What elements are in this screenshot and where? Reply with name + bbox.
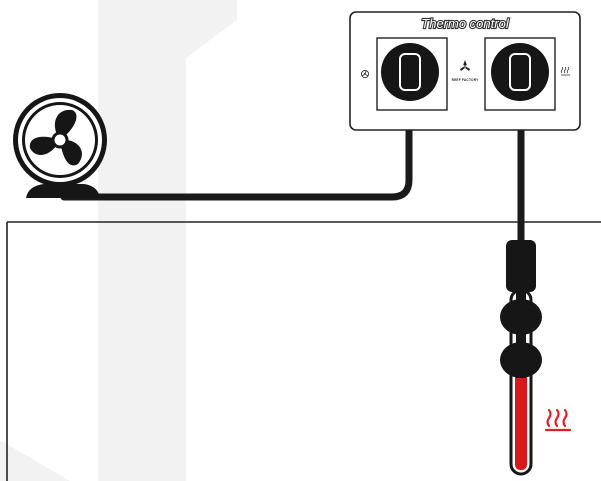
brand-name: REEF FACTORY <box>452 78 480 82</box>
heat-waves-icon <box>544 408 572 432</box>
suction-cup-lower <box>500 342 542 378</box>
fan-cable <box>60 106 413 201</box>
fan-icon <box>360 69 370 79</box>
aquarium-heater <box>500 240 542 476</box>
tank-outline <box>6 221 601 481</box>
cables <box>60 106 525 246</box>
right-socket <box>484 37 556 111</box>
desk-fan <box>13 93 107 198</box>
device-title: Thermo control <box>421 16 510 31</box>
thermo-control-device: Thermo control REE <box>349 11 581 131</box>
left-socket <box>376 37 448 111</box>
heater-element-hot <box>515 372 527 470</box>
suction-cup-upper <box>500 299 542 335</box>
fan-base <box>26 184 100 198</box>
fan-hub <box>51 131 69 149</box>
brand-logo <box>460 60 470 71</box>
heater-cap <box>506 240 536 292</box>
left-plug <box>399 53 421 91</box>
right-plug <box>509 53 531 91</box>
background-shapes <box>0 0 237 481</box>
heat-waves-icon <box>560 66 570 76</box>
